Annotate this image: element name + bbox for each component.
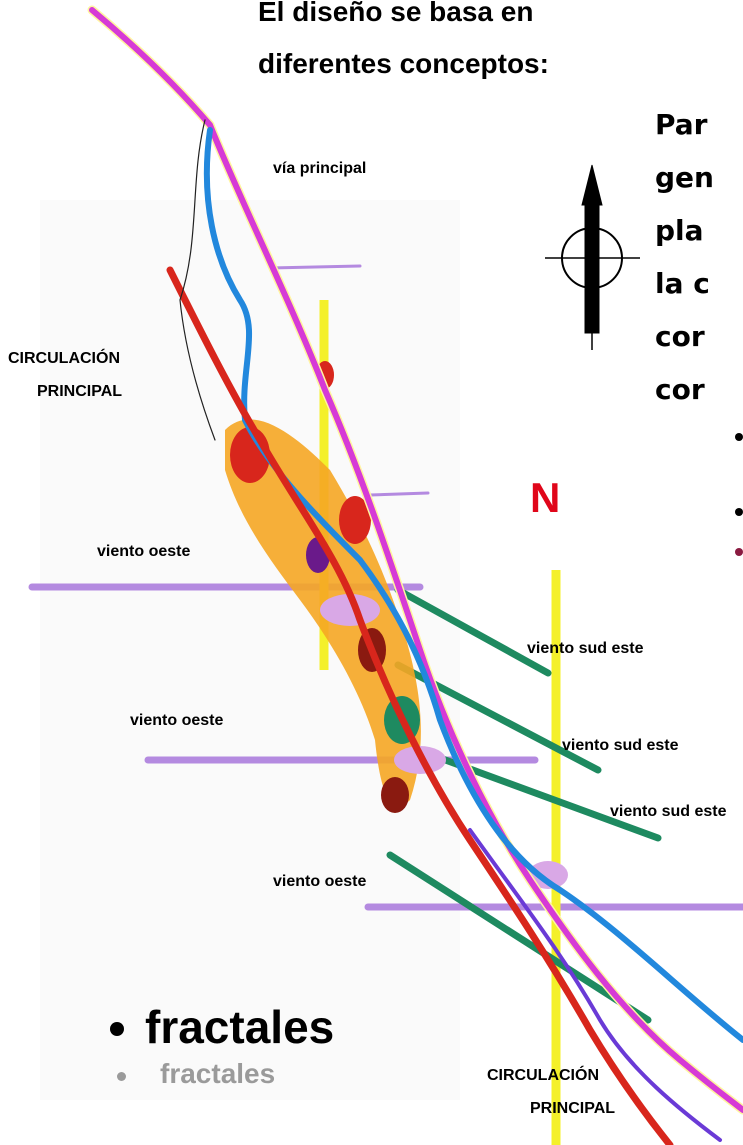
label-via-principal: vía principal [273, 160, 366, 178]
side-text-3: pla [655, 204, 704, 257]
label-circulacion-top-1: CIRCULACIÓN [8, 350, 120, 368]
intro-line-1: El diseño se basa en [258, 0, 533, 38]
label-viento-oeste-3: viento oeste [273, 873, 366, 891]
bullet-primary-dot [110, 1022, 124, 1036]
label-viento-sudeste-3: viento sud este [610, 803, 726, 821]
label-circulacion-bottom-1: CIRCULACIÓN [487, 1067, 599, 1085]
north-label: N [530, 474, 560, 522]
bullet-primary-text: fractales [145, 1000, 334, 1054]
side-bullet-2 [735, 508, 743, 516]
label-circulacion-bottom-2: PRINCIPAL [530, 1100, 615, 1118]
side-text-2: gen [655, 151, 714, 204]
label-viento-sudeste-2: viento sud este [562, 737, 678, 755]
label-circulacion-top-2: PRINCIPAL [37, 383, 122, 401]
side-text-1: Par [655, 98, 707, 151]
side-text-6: cor [655, 363, 705, 416]
label-viento-oeste-1: viento oeste [97, 543, 190, 561]
side-text-5: cor [655, 310, 705, 363]
intro-line-2: diferentes conceptos: [258, 38, 549, 90]
side-bullet-3 [735, 548, 743, 556]
label-viento-sudeste-1: viento sud este [527, 640, 643, 658]
side-text-4: la c [655, 257, 710, 310]
side-bullet-1 [735, 433, 743, 441]
bullet-secondary-text: fractales [160, 1058, 275, 1090]
label-viento-oeste-2: viento oeste [130, 712, 223, 730]
bullet-secondary-dot [117, 1072, 126, 1081]
